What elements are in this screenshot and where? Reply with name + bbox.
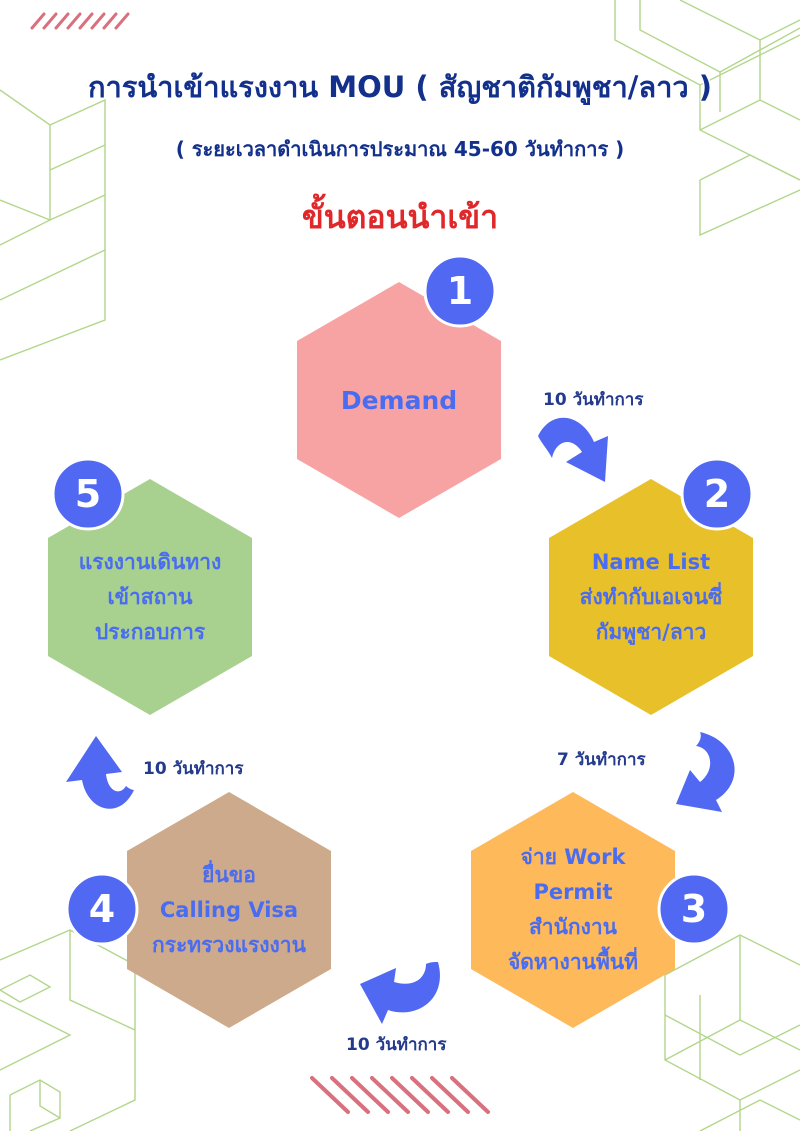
step-1-badge-icon [423, 254, 497, 328]
step-label-line: Name List [591, 549, 711, 574]
stripes-bottom [310, 1076, 490, 1114]
curved-arrow-icon [538, 417, 608, 482]
step-5-badge-icon [51, 457, 125, 531]
step-label-line: กัมพูชา/ลาว [595, 619, 707, 644]
step-label-line: ประกอบการ [94, 619, 206, 644]
step-3-number: 3 [680, 887, 708, 931]
step-4-number: 4 [88, 887, 116, 931]
curved-arrow-icon [66, 736, 134, 809]
step-2-hexagon [549, 479, 753, 715]
step-label-line: จัดหางานพื้นที่ [507, 950, 639, 974]
step-3-hexagon [471, 792, 675, 1028]
curved-arrow-icon [360, 962, 440, 1024]
duration-step4-to-5: 10 วันทำการ [143, 759, 244, 779]
step-label-line: ยื่นขอ [202, 862, 256, 887]
page-subtitle: ( ระยะเวลาดำเนินการประมาณ 45-60 วันทำการ… [175, 137, 625, 161]
step-3-badge-icon [657, 872, 731, 946]
stripes-top-left [30, 12, 130, 30]
step-4-badge-icon [65, 872, 139, 946]
step-label-line: Calling Visa [159, 897, 299, 922]
duration-step1-to-2: 10 วันทำการ [543, 390, 644, 410]
step-1-number: 1 [446, 269, 474, 313]
step-5-number: 5 [74, 472, 102, 516]
step-4-label: ยื่นขอ Calling Visa กระทรวงแรงงาน [129, 858, 329, 963]
step-label-line: แรงงานเดินทาง [78, 549, 222, 574]
step-4-hexagon [127, 792, 331, 1028]
section-heading: ขั้นตอนนำเข้า [301, 198, 499, 236]
step-1-hexagon [297, 282, 501, 518]
step-label-line: Demand [340, 385, 458, 415]
curved-arrow-icon [676, 732, 735, 812]
step-2-number: 2 [703, 472, 731, 516]
step-5-label: แรงงานเดินทางเข้าสถานประกอบการ [50, 545, 250, 650]
step-2-label: Name List ส่งทำกับเอเจนซี่กัมพูชา/ลาว [551, 545, 751, 650]
step-label-line: Permit [533, 880, 613, 904]
step-2-badge-icon [680, 457, 754, 531]
step-label-line: ส่งทำกับเอเจนซี่ [579, 584, 723, 609]
page-title: การนำเข้าแรงงาน MOU ( สัญชาติกัมพูชา/ลาว… [87, 70, 713, 104]
step-label-line: สำนักงาน [528, 915, 618, 939]
step-1-label: Demand [299, 383, 499, 418]
duration-step2-to-3: 7 วันทำการ [557, 750, 646, 770]
step-5-hexagon [48, 479, 252, 715]
step-label-line: จ่าย Work [520, 845, 626, 869]
step-label-line: กระทรวงแรงงาน [152, 932, 306, 957]
duration-step3-to-4: 10 วันทำการ [346, 1035, 447, 1055]
step-label-line: เข้าสถาน [107, 584, 193, 609]
